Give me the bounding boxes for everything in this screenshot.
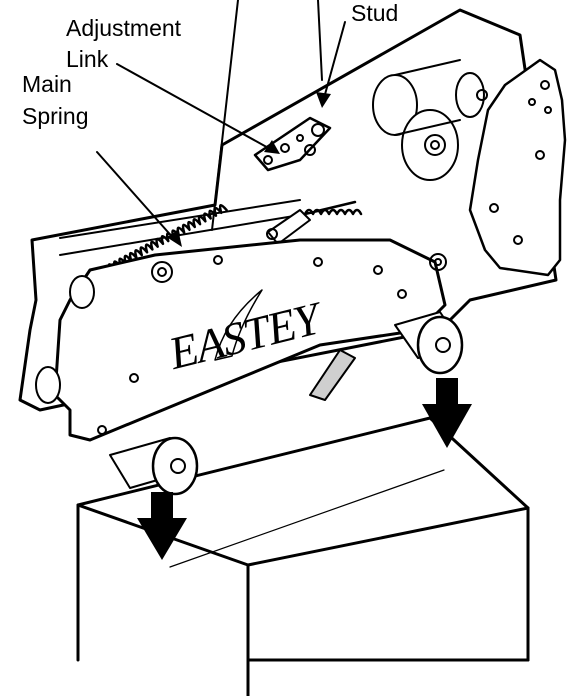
front-plate-holes xyxy=(97,253,447,435)
leader-lines xyxy=(96,0,346,241)
label-adjustment-link-line1: Adjustment xyxy=(66,15,182,41)
down-arrow-left xyxy=(137,492,187,560)
label-main-spring-line1: Main xyxy=(22,71,72,97)
brand-swoosh xyxy=(214,289,263,361)
down-arrow-right xyxy=(422,378,472,448)
adjustment-link xyxy=(253,116,332,172)
label-adjustment-link-line2: Link xyxy=(66,46,109,72)
small-spring xyxy=(266,200,363,245)
upper-rollers xyxy=(59,59,488,256)
main-spring xyxy=(107,204,228,274)
bottom-roller-right xyxy=(309,311,464,401)
down-arrows xyxy=(137,378,472,560)
leader-arrowheads xyxy=(168,92,331,247)
label-stud: Stud xyxy=(351,0,399,26)
right-side-plate xyxy=(468,58,567,277)
bottom-roller-left xyxy=(109,436,199,496)
label-main-spring-line2: Spring xyxy=(22,103,89,129)
